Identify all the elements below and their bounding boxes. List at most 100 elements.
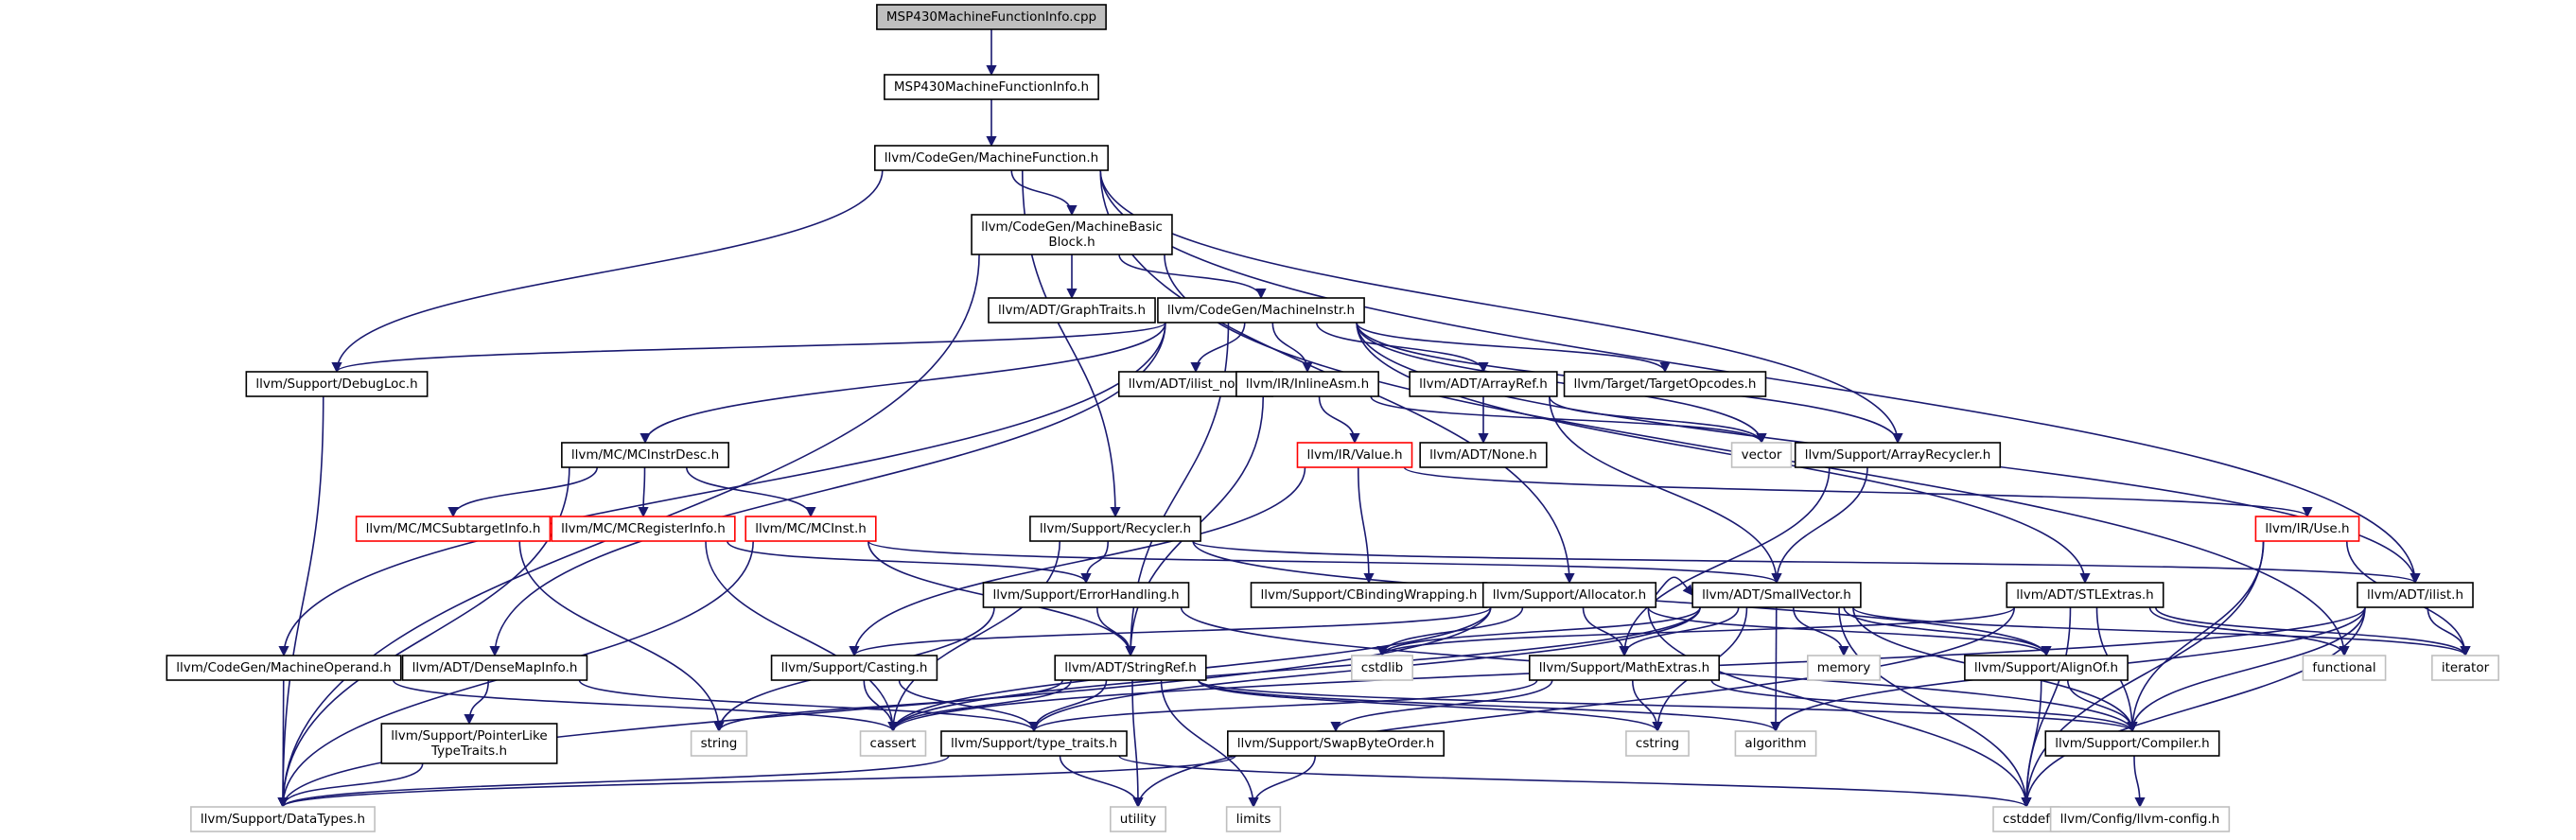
graph-edge-inlineasm-to-vector — [1370, 395, 1767, 445]
graph-node-typetraits[interactable]: llvm/Support/type_traits.h — [940, 730, 1128, 757]
graph-node-mcinstrdesc[interactable]: llvm/MC/MCInstrDesc.h — [561, 442, 729, 468]
graph-node-graphtraits[interactable]: llvm/ADT/GraphTraits.h — [988, 297, 1156, 324]
graph-node-arrayrecycler[interactable]: llvm/Support/ArrayRecycler.h — [1794, 442, 2002, 468]
node-box — [690, 730, 748, 757]
graph-node-ilist[interactable]: llvm/ADT/ilist.h — [2357, 582, 2474, 608]
edge-line — [1059, 755, 1144, 809]
graph-edge-arrayrecycler-to-smallvector — [1771, 466, 1868, 585]
node-box — [1481, 582, 1657, 608]
graph-node-stlextras[interactable]: llvm/ADT/STLExtras.h — [2006, 582, 2164, 608]
edge-line — [518, 540, 725, 733]
graph-node-minstr[interactable]: llvm/CodeGen/MachineInstr.h — [1157, 297, 1365, 324]
node-label: llvm/MC/MCInst.h — [755, 521, 867, 536]
node-box — [1625, 730, 1690, 757]
graph-node-limits[interactable]: limits — [1225, 806, 1282, 832]
graph-edge-mop-to-datatypes — [277, 679, 289, 809]
graph-node-arrayref[interactable]: llvm/ADT/ArrayRef.h — [1409, 371, 1558, 397]
graph-node-vector[interactable]: vector — [1730, 442, 1793, 468]
graph-node-iruse[interactable]: llvm/IR/Use.h — [2254, 516, 2360, 542]
node-label: llvm/CodeGen/MachineInstr.h — [1167, 303, 1355, 318]
graph-node-cbinding[interactable]: llvm/Support/CBindingWrapping.h — [1250, 582, 1488, 608]
graph-node-compiler[interactable]: llvm/Support/Compiler.h — [2044, 730, 2220, 757]
graph-node-mf[interactable]: llvm/CodeGen/MachineFunction.h — [873, 145, 1110, 171]
graph-edge-recycler-to-errorhandling — [1080, 540, 1110, 585]
graph-node-debugloc[interactable]: llvm/Support/DebugLoc.h — [245, 371, 429, 397]
edge-line — [849, 466, 1306, 657]
graph-node-cstdlib[interactable]: cstdlib — [1351, 655, 1413, 681]
graph-node-swapbyteorder[interactable]: llvm/Support/SwapByteOrder.h — [1227, 730, 1445, 757]
graph-node-llvmconfig[interactable]: llvm/Config/llvm-config.h — [2049, 806, 2231, 832]
node-label: llvm/CodeGen/MachineFunction.h — [885, 150, 1098, 166]
node-label: llvm/Config/llvm-config.h — [2060, 812, 2220, 827]
graph-edge-arrayref-to-smallvector — [1549, 395, 1782, 585]
graph-edge-mf-to-debugloc — [331, 169, 884, 374]
edge-line — [2154, 606, 2471, 657]
graph-node-mathextras[interactable]: llvm/Support/MathExtras.h — [1528, 655, 1721, 681]
edge-line — [1582, 606, 1630, 657]
graph-node-mspinfo[interactable]: MSP430MachineFunctionInfo.h — [884, 74, 1099, 100]
graph-node-mcreginfo[interactable]: llvm/MC/MCRegisterInfo.h — [551, 516, 736, 542]
graph-node-targetopcodes[interactable]: llvm/Target/TargetOpcodes.h — [1563, 371, 1767, 397]
graph-node-memory[interactable]: memory — [1806, 655, 1882, 681]
node-box — [401, 655, 588, 681]
node-box — [1296, 442, 1413, 468]
graph-edge-minstr-to-inlineasm — [1271, 322, 1313, 374]
edge-line — [638, 466, 649, 518]
graph-node-casting[interactable]: llvm/Support/Casting.h — [770, 655, 938, 681]
graph-edge-smallvector-to-cassert — [887, 606, 1701, 733]
node-label: cstdlib — [1361, 660, 1403, 675]
node-box — [1225, 806, 1282, 832]
edge-line — [1376, 606, 1701, 657]
graph-node-cassert[interactable]: cassert — [859, 730, 927, 757]
graph-node-root[interactable]: MSP430MachineFunctionInfo.cpp — [876, 4, 1107, 30]
edge-line — [1357, 466, 1375, 585]
graph-node-algorithm[interactable]: algorithm — [1734, 730, 1817, 757]
node-label: llvm/ADT/SmallVector.h — [1702, 587, 1851, 603]
edge-line — [1403, 466, 2313, 518]
graph-node-iterator[interactable]: iterator — [2431, 655, 2499, 681]
edge-line — [1160, 679, 1259, 809]
graph-node-datatypes[interactable]: llvm/Support/DataTypes.h — [190, 806, 376, 832]
graph-node-errorhandling[interactable]: llvm/Support/ErrorHandling.h — [982, 582, 1190, 608]
node-box — [940, 730, 1128, 757]
graph-node-cstring[interactable]: cstring — [1625, 730, 1690, 757]
graph-node-mcsubtarget[interactable]: llvm/MC/MCSubtargetInfo.h — [355, 516, 552, 542]
edge-line — [887, 540, 1061, 733]
graph-edge-ilist-to-iterator — [2427, 606, 2471, 657]
edge-line — [1852, 606, 2471, 657]
graph-node-densemapinfo[interactable]: llvm/ADT/DenseMapInfo.h — [401, 655, 588, 681]
edge-line — [705, 540, 899, 733]
node-label: llvm/ADT/GraphTraits.h — [998, 303, 1146, 318]
node-label: llvm/Support/PointerLike — [391, 728, 547, 744]
graph-edge-stlextras-to-iterator — [2154, 606, 2471, 657]
graph-edge-smallvector-to-memory — [1792, 606, 1849, 657]
graph-node-stringref[interactable]: llvm/ADT/StringRef.h — [1054, 655, 1207, 681]
node-label: MSP430MachineFunctionInfo.h — [894, 79, 1089, 95]
graph-node-smallvector[interactable]: llvm/ADT/SmallVector.h — [1691, 582, 1862, 608]
node-label: llvm/Target/TargetOpcodes.h — [1574, 376, 1757, 392]
graph-node-allocator[interactable]: llvm/Support/Allocator.h — [1481, 582, 1657, 608]
node-box — [859, 730, 927, 757]
edge-line — [1248, 755, 1317, 809]
graph-node-none[interactable]: llvm/ADT/None.h — [1419, 442, 1548, 468]
graph-node-string[interactable]: string — [690, 730, 748, 757]
graph-node-inlineasm[interactable]: llvm/IR/InlineAsm.h — [1235, 371, 1379, 397]
graph-node-cstddef[interactable]: cstddef — [1992, 806, 2060, 832]
node-box — [1528, 655, 1721, 681]
graph-node-recycler[interactable]: llvm/Support/Recycler.h — [1029, 516, 1201, 542]
graph-node-utility[interactable]: utility — [1110, 806, 1166, 832]
graph-node-mcinst[interactable]: llvm/MC/MCInst.h — [745, 516, 877, 542]
node-box — [551, 516, 736, 542]
graph-edge-inlineasm-to-value — [1318, 395, 1360, 445]
graph-edge-allocator-to-casting — [849, 606, 1492, 657]
edge-line — [2066, 679, 2138, 733]
graph-node-functional[interactable]: functional — [2302, 655, 2387, 681]
graph-node-mop[interactable]: llvm/CodeGen/MachineOperand.h — [166, 655, 402, 681]
graph-node-value[interactable]: llvm/IR/Value.h — [1296, 442, 1413, 468]
edge-line — [1132, 606, 2016, 809]
graph-node-alignof[interactable]: llvm/Support/AlignOf.h — [1964, 655, 2129, 681]
node-label: llvm/Support/SwapByteOrder.h — [1237, 736, 1434, 751]
graph-edge-minstr-to-mcinstrdesc — [640, 322, 1166, 445]
